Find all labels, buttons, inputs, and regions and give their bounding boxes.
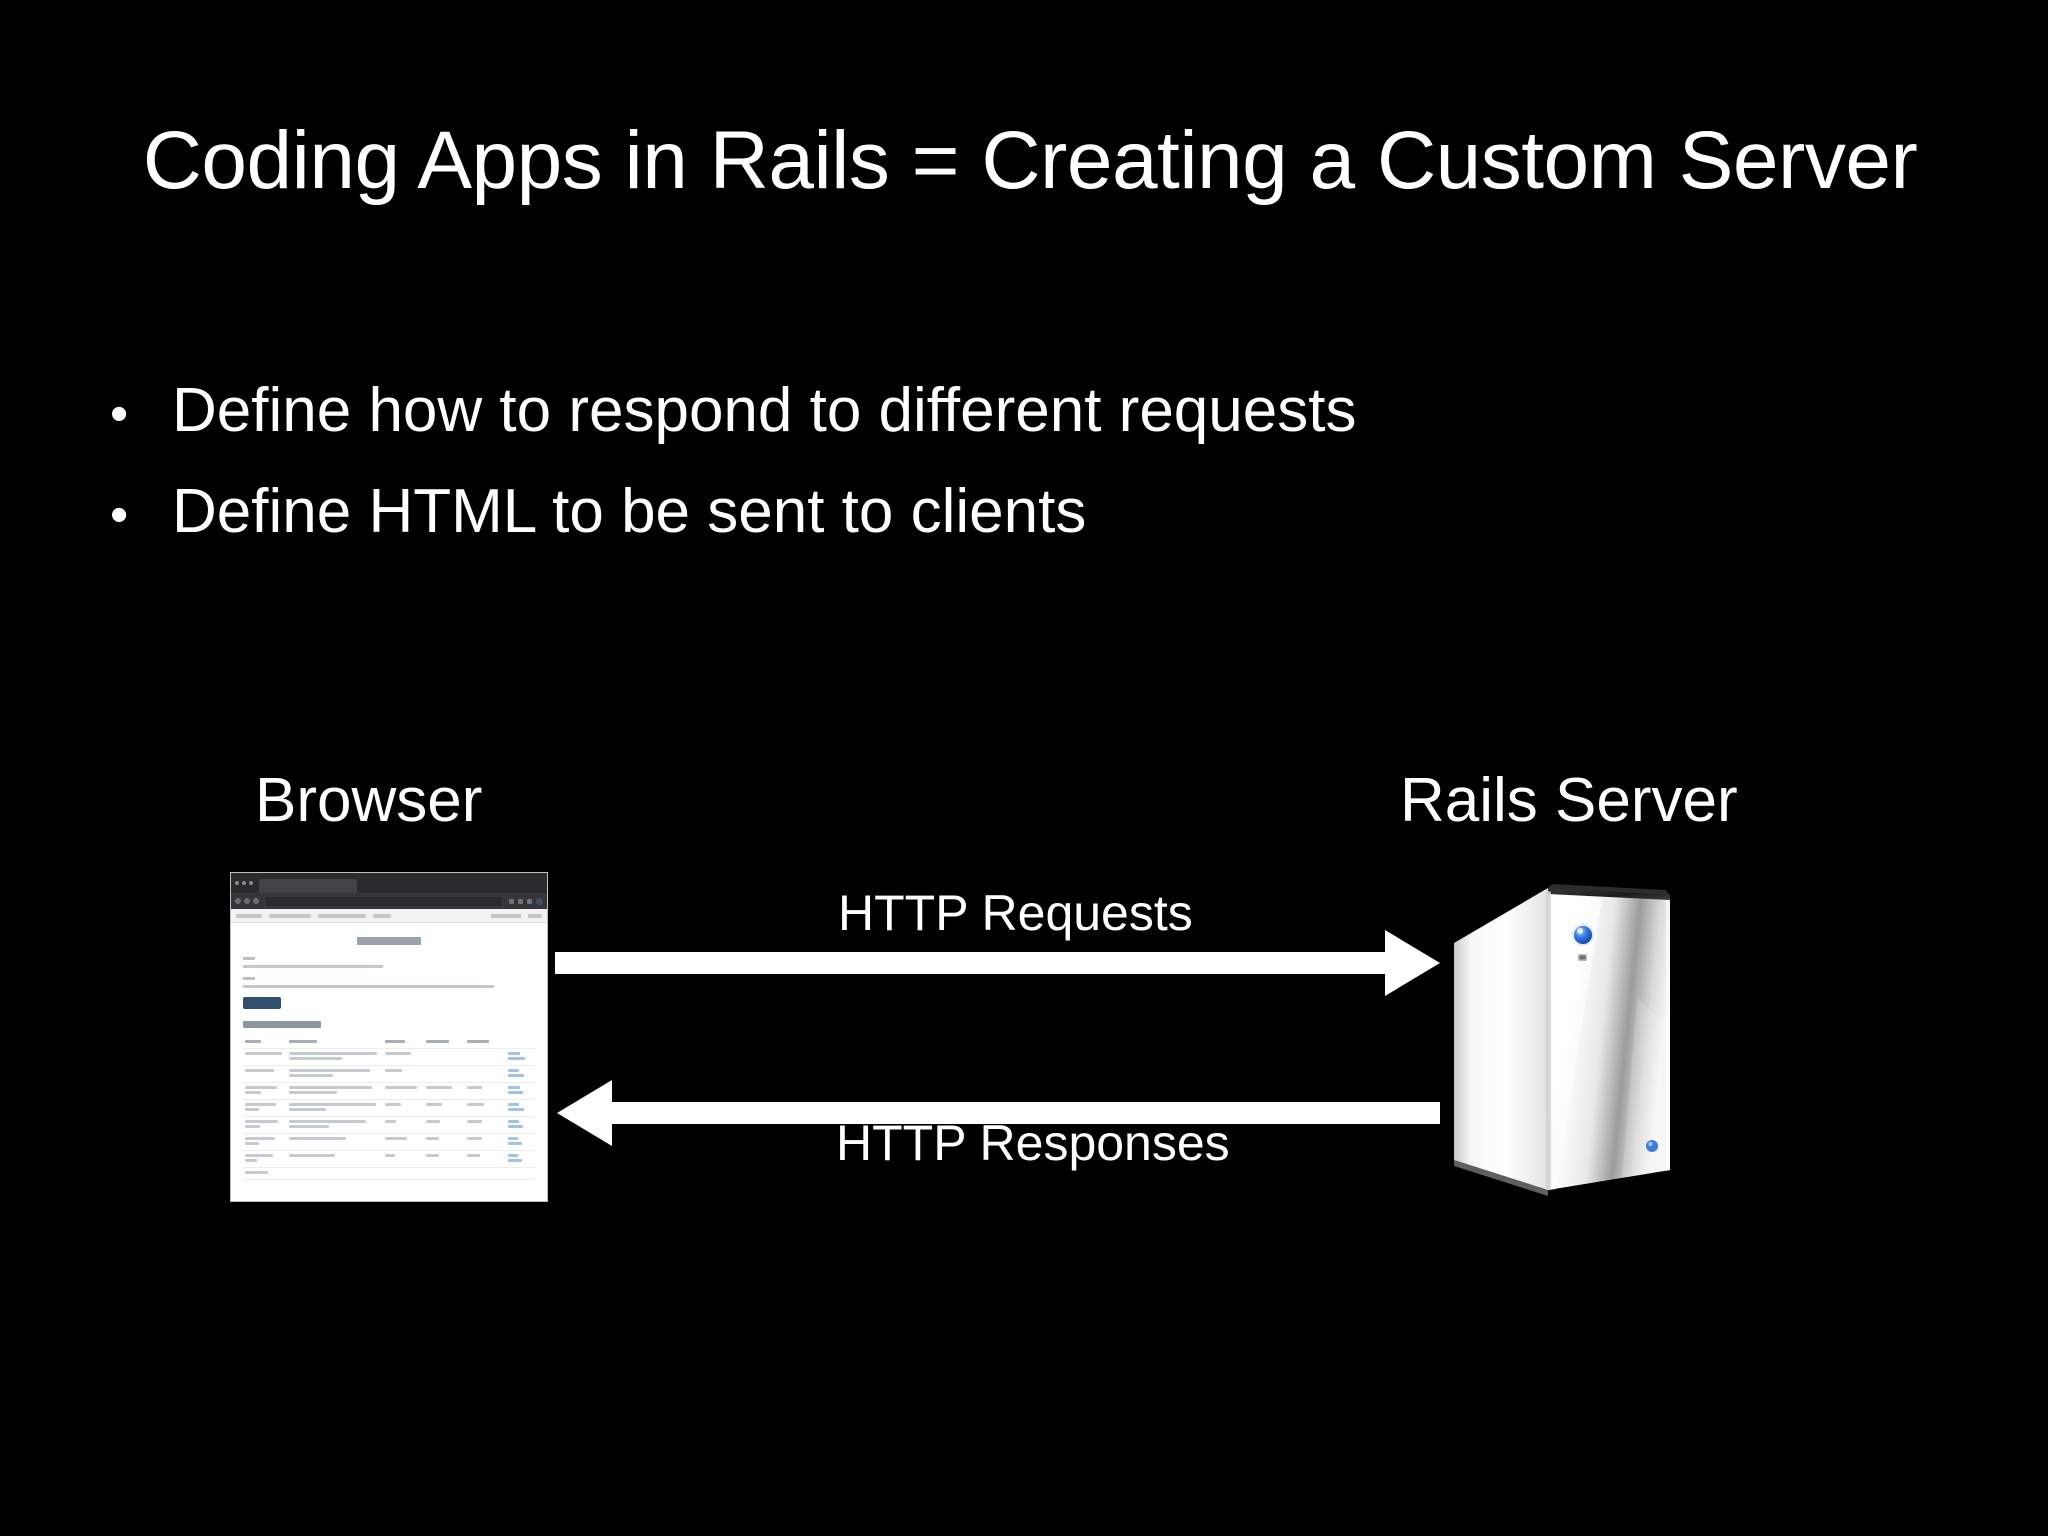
bullet-marker-icon: •	[110, 385, 129, 443]
browser-page-content	[231, 923, 547, 1201]
table-row	[243, 1150, 535, 1168]
http-requests-arrow	[555, 930, 1440, 996]
bullet-text: Define HTML to be sent to clients	[172, 477, 1087, 547]
page-heading-placeholder	[357, 937, 421, 945]
bookmark-item	[528, 913, 542, 918]
address-bar	[266, 896, 502, 906]
table-row	[243, 1133, 535, 1151]
extension-icon	[509, 898, 514, 904]
bullet-marker-icon: •	[110, 486, 129, 545]
back-icon	[235, 898, 241, 904]
table-row	[243, 1082, 535, 1100]
forward-icon	[244, 898, 250, 904]
minimize-icon	[242, 881, 246, 885]
list-item: • Define HTML to be sent to clients	[110, 476, 1810, 547]
browser-window-screenshot-icon	[230, 872, 548, 1202]
section-heading-placeholder	[243, 1021, 321, 1028]
http-responses-label: HTTP Responses	[836, 1115, 1230, 1171]
table-row	[243, 1167, 535, 1180]
avatar	[536, 897, 543, 905]
table-row	[243, 1116, 535, 1134]
list-item: • Define how to respond to different req…	[110, 375, 1810, 446]
table-row	[243, 1065, 535, 1083]
http-responses-arrow	[557, 1080, 1440, 1146]
form-field-placeholder	[243, 965, 384, 968]
browser-titlebar	[231, 873, 547, 893]
bookmark-item	[491, 913, 521, 918]
menu-icon	[527, 898, 532, 904]
server-tower-icon	[1454, 884, 1670, 1196]
bullet-text: Define how to respond to different reque…	[172, 376, 1357, 445]
form-field-placeholder	[243, 985, 495, 988]
http-requests-label: HTTP Requests	[838, 885, 1193, 941]
bookmark-star-icon	[518, 898, 523, 904]
window-controls-icon	[235, 881, 253, 885]
reload-icon	[253, 898, 259, 904]
form-label-placeholder	[243, 957, 255, 960]
toolbar-icons	[509, 897, 543, 905]
maximize-icon	[249, 881, 253, 885]
server-node-label: Rails Server	[1400, 766, 1738, 835]
results-table-placeholder	[243, 1037, 535, 1180]
bookmark-item	[236, 913, 262, 918]
form-label-placeholder	[243, 977, 255, 980]
table-row	[243, 1099, 535, 1117]
bookmark-item	[318, 913, 366, 918]
bullet-list: • Define how to respond to different req…	[110, 375, 1810, 578]
submit-button-placeholder	[243, 997, 281, 1009]
bookmark-item	[373, 913, 391, 918]
browser-tab	[259, 879, 357, 893]
bookmark-item	[269, 913, 311, 918]
browser-toolbar	[231, 893, 547, 909]
table-row	[243, 1037, 535, 1049]
bookmarks-bar	[231, 909, 547, 923]
close-icon	[235, 881, 239, 885]
table-row	[243, 1048, 535, 1066]
browser-node-label: Browser	[255, 766, 483, 835]
page-title: Coding Apps in Rails = Creating a Custom…	[142, 115, 1918, 206]
